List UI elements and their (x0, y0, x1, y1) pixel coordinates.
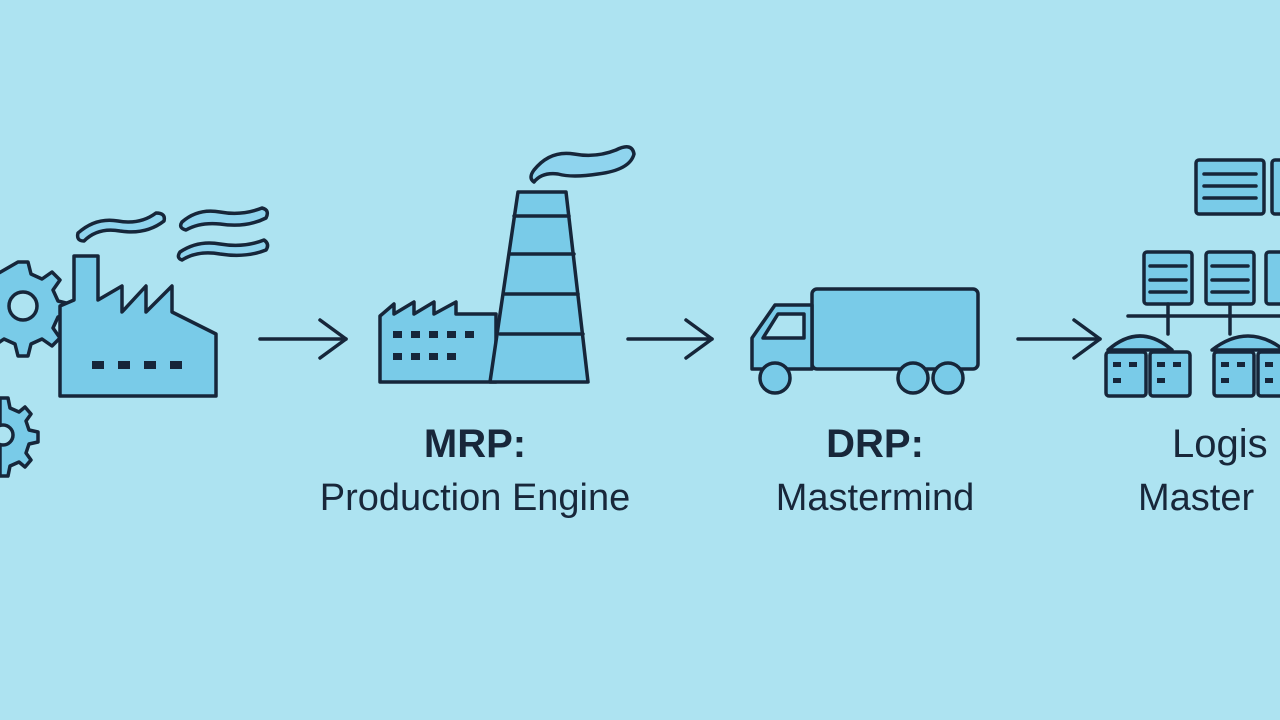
stage-label-drp: DRP: Mastermind (745, 424, 1005, 517)
arrow-right-icon (258, 318, 348, 360)
arrow-right-icon (626, 318, 714, 360)
factory-smokestack-icon (378, 145, 636, 384)
stage-subtitle: Production Engine (319, 477, 631, 519)
factory-with-gears-icon (0, 206, 270, 478)
stage-subtitle: Mastermind (775, 477, 975, 519)
gear-icon (0, 396, 40, 478)
arrow-right-icon (1016, 318, 1102, 360)
gear-icon (0, 260, 72, 358)
smoke-icon (529, 145, 636, 184)
stage-title: MRP: (423, 422, 527, 466)
stage-subtitle: Master (1138, 477, 1255, 519)
network-servers-icon (1104, 158, 1280, 398)
stage-label-mrp: MRP: Production Engine (285, 424, 665, 517)
stage-title: DRP: (826, 422, 924, 466)
smoke-icon (75, 211, 167, 243)
stage-title: Logis (1172, 422, 1268, 466)
smoke-icon (178, 206, 270, 232)
smoke-icon (176, 238, 270, 262)
stage-label-logistics: Logis Master (1138, 424, 1280, 517)
delivery-truck-icon (750, 287, 980, 395)
